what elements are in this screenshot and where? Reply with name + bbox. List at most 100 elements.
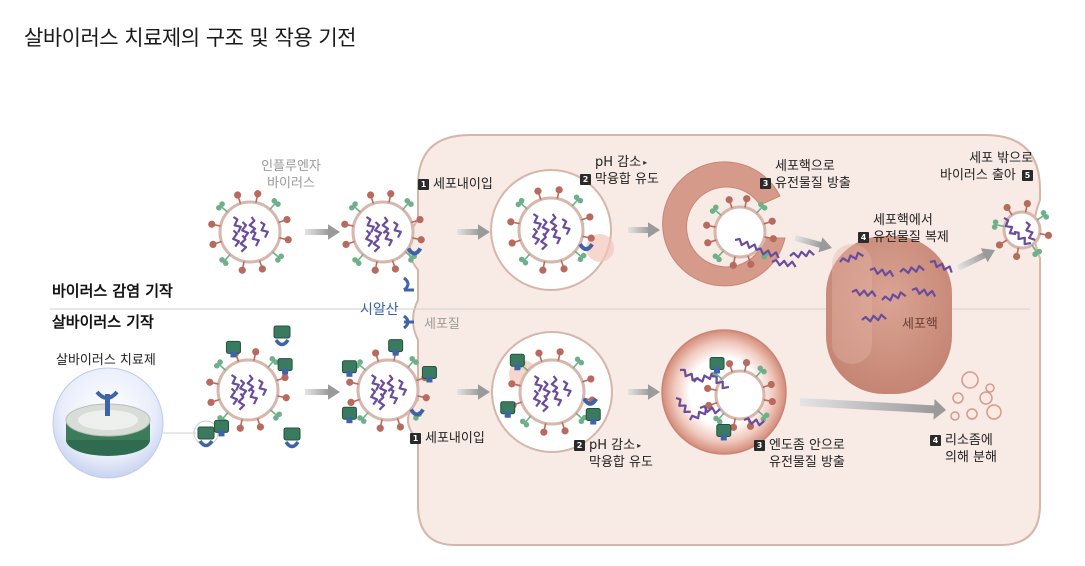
rna-strand — [232, 216, 242, 234]
receptor-binding — [409, 408, 425, 417]
hemagglutinin-head — [768, 217, 776, 225]
neuraminidase-head — [278, 253, 284, 260]
rna-strand — [533, 375, 543, 393]
neuraminidase-head — [519, 418, 526, 425]
arrow-head — [933, 398, 946, 420]
therapeutic-receptor — [590, 418, 597, 425]
hemagglutinin-head — [238, 266, 246, 274]
hemagglutinin-head — [535, 349, 543, 357]
hemagglutinin-head — [342, 240, 350, 249]
rna-strand — [711, 374, 730, 390]
neuraminidase-head — [404, 198, 411, 204]
arrow-head — [648, 222, 660, 238]
rna-strand — [532, 213, 542, 231]
triangle-icon: ▸ — [637, 441, 642, 450]
rna-strand — [531, 227, 541, 246]
rna-strand — [541, 218, 550, 236]
arrow-head — [328, 224, 340, 240]
neuraminidase-head — [1043, 214, 1050, 220]
virus — [703, 195, 777, 269]
bottom-step-1-number: 1 — [410, 433, 421, 444]
hemagglutinin-head — [1013, 252, 1021, 261]
spike-stalk — [524, 415, 532, 424]
rna-strand — [397, 379, 407, 397]
hemagglutinin-head — [209, 240, 217, 249]
therapeutic-receptor — [514, 364, 521, 371]
spike-stalk — [713, 208, 722, 217]
rna-strand — [550, 375, 559, 393]
therapeutic-receptor — [230, 351, 237, 358]
neuraminidase-head — [276, 411, 282, 418]
arrow-head — [648, 384, 660, 400]
label-sialic-acid: 시알산 — [360, 302, 399, 318]
hemagglutinin-head — [556, 348, 564, 356]
hemagglutinin-head — [254, 190, 262, 198]
neuraminidase-head — [515, 201, 522, 208]
rna-strand — [549, 213, 558, 231]
neuraminidase-head — [761, 205, 768, 211]
neuraminidase-head — [352, 201, 358, 207]
arrow-shaft — [305, 389, 330, 395]
rna-strand — [374, 221, 383, 239]
rna-strand — [542, 380, 551, 398]
rna-strand — [899, 264, 925, 275]
hemagglutinin-head — [366, 191, 375, 199]
hemagglutinin-head — [371, 349, 380, 357]
rna-strand — [869, 267, 895, 278]
rna-strand — [239, 379, 248, 397]
rna-strand — [552, 227, 562, 245]
arrow-shaft — [628, 389, 650, 395]
hemagglutinin-head — [207, 398, 215, 407]
rna-strand — [365, 216, 375, 234]
rna-strand — [246, 374, 255, 392]
process-arrow — [457, 384, 490, 400]
neuraminidase-head — [408, 257, 414, 263]
free-therapeutic-receptor — [274, 338, 290, 347]
rna-strand — [540, 232, 548, 251]
hemagglutinin-head — [704, 384, 712, 393]
neuraminidase-head — [413, 359, 419, 365]
hemagglutinin-head — [587, 375, 595, 383]
virus-envelope — [218, 200, 282, 264]
neuraminidase-head — [217, 359, 223, 365]
neuraminidase-head — [578, 418, 585, 425]
process-arrow — [628, 222, 660, 238]
hemagglutinin-head — [540, 428, 548, 436]
therapeutic-receptor — [282, 368, 289, 375]
rna-strand — [929, 259, 953, 273]
process-arrow — [956, 248, 996, 271]
rna-strand — [1013, 230, 1032, 246]
bottom-step-2-text-2: 막융합 유도 — [589, 455, 653, 470]
hemagglutinin-head — [252, 348, 260, 356]
neuraminidase-head — [1032, 251, 1038, 258]
hemagglutinin-head — [282, 394, 290, 402]
neuraminidase-head — [758, 201, 764, 208]
rna-strand — [250, 229, 260, 247]
lysosome-bubble — [961, 371, 979, 389]
rna-strand — [734, 237, 758, 251]
arrow-shaft — [956, 251, 988, 271]
hemagglutinin-head — [508, 239, 516, 247]
neuraminidase-head — [273, 359, 279, 365]
arrow-shaft — [799, 398, 937, 414]
lysosome-bubble — [986, 404, 1002, 420]
hemagglutinin-head — [560, 265, 568, 273]
arrow-head — [478, 384, 490, 400]
hemagglutinin-head — [561, 427, 569, 435]
hemagglutinin-head — [703, 221, 711, 229]
rna-strand — [381, 216, 390, 234]
therapeutic-receptor — [346, 417, 353, 424]
row-label-salvirus: 살바이러스 기작 — [52, 313, 154, 331]
virus — [500, 348, 601, 436]
neuraminidase-head — [357, 359, 363, 365]
neuraminidase-head — [214, 362, 220, 369]
spike-stalk — [271, 251, 280, 259]
top-step-5-number: 5 — [1022, 170, 1034, 181]
rna-strand — [379, 379, 388, 397]
hemagglutinin-head — [391, 265, 400, 273]
neuraminidase-head — [217, 415, 223, 421]
receptor-binding — [578, 243, 594, 252]
rna-strand — [259, 221, 269, 239]
